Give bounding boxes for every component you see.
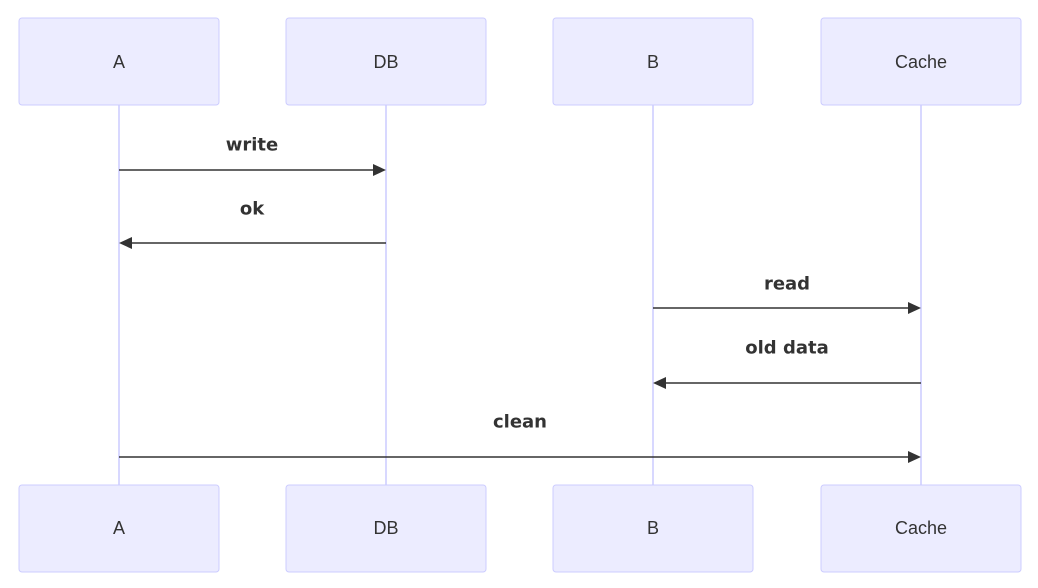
message-read: read — [653, 274, 921, 314]
actor-b-top: B — [552, 17, 754, 106]
actors-top: A DB B Cache — [18, 17, 1022, 106]
actor-box — [18, 17, 220, 106]
arrowhead-right — [908, 302, 921, 314]
arrowhead-right — [908, 451, 921, 463]
actor-cache-bottom: Cache — [820, 484, 1022, 573]
actor-box — [552, 484, 754, 573]
actor-b-bottom: B — [552, 484, 754, 573]
actor-label: DB — [373, 518, 398, 538]
actor-label: Cache — [895, 518, 947, 538]
actor-label: A — [113, 52, 125, 72]
actor-a-bottom: A — [18, 484, 220, 573]
actor-box — [18, 484, 220, 573]
message-label: read — [764, 274, 810, 295]
message-clean: clean — [119, 412, 921, 463]
message-label: ok — [240, 199, 265, 220]
actor-label: DB — [373, 52, 398, 72]
actors-bottom: A DB B Cache — [18, 484, 1022, 573]
actor-label: B — [647, 518, 659, 538]
message-write: write — [119, 135, 386, 176]
message-old-data: old data — [653, 338, 921, 389]
actor-label: B — [647, 52, 659, 72]
message-ok: ok — [119, 199, 386, 249]
arrowhead-left — [119, 237, 132, 249]
arrowhead-left — [653, 377, 666, 389]
messages: write ok read old data clean — [119, 135, 921, 463]
actor-db-bottom: DB — [285, 484, 487, 573]
actor-db-top: DB — [285, 17, 487, 106]
actor-box — [820, 484, 1022, 573]
actor-label: Cache — [895, 52, 947, 72]
message-label: write — [226, 135, 279, 156]
message-label: old data — [745, 338, 828, 359]
actor-box — [285, 484, 487, 573]
actor-box — [552, 17, 754, 106]
actor-box — [820, 17, 1022, 106]
actor-label: A — [113, 518, 125, 538]
lifelines — [118, 105, 922, 485]
actor-box — [285, 17, 487, 106]
actor-a-top: A — [18, 17, 220, 106]
message-label: clean — [493, 412, 547, 433]
actor-cache-top: Cache — [820, 17, 1022, 106]
arrowhead-right — [373, 164, 386, 176]
